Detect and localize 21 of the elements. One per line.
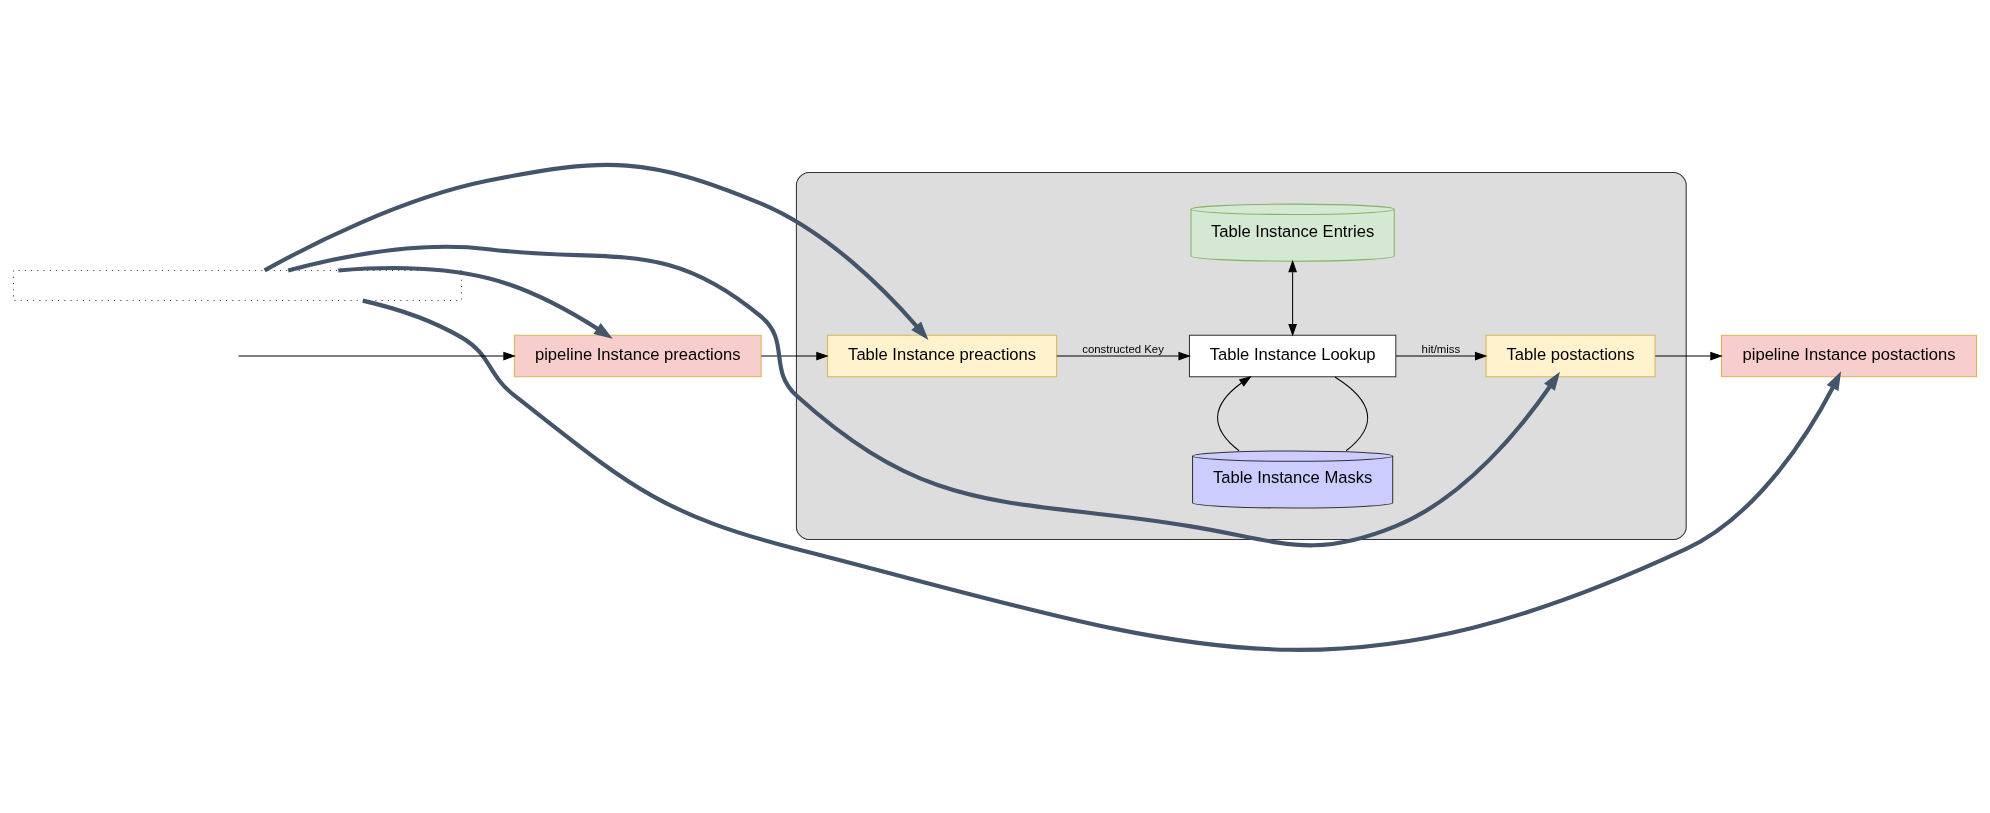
node-box [12,269,462,301]
connector [1334,375,1369,451]
arrow [1395,351,1488,360]
node-box: Table Instance preactions [827,334,1058,377]
node-box: pipeline Instance preactions [513,334,762,377]
arrow [263,162,929,340]
arrow [362,298,1842,652]
arrow [238,351,516,360]
arrow [1288,259,1297,336]
node-box: pipeline Instance postactions [1720,334,1978,377]
arrow [760,351,829,360]
arrow [1654,351,1723,360]
node-box: Table Instance Lookup [1188,334,1397,377]
node-box: Table postactions [1485,334,1656,377]
cluster [795,171,1687,540]
edge-label: hit/miss [1421,342,1461,355]
arrow [287,244,1560,547]
arrow [338,265,613,339]
arrow [1217,375,1252,451]
edge-label: constructed Key [1082,342,1164,355]
arrow [1056,351,1191,360]
